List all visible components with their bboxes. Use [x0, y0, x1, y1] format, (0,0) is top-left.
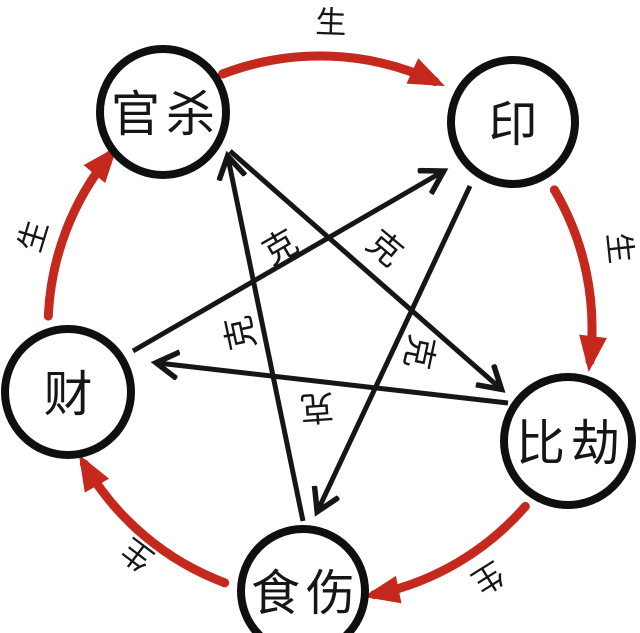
node-circle-cai [1, 325, 135, 459]
generating-arrow-bijie-to-shishang [363, 501, 530, 604]
overcoming-arrow-shishang-to-guansha [228, 158, 306, 522]
node-labels: 官杀 印 比劫 食伤 财 [43, 88, 626, 621]
overcoming-labels: 克 克 克 克 克 [219, 223, 441, 427]
ke-label-guansha-bijie: 克 [359, 223, 409, 274]
ke-label-cai-yin: 克 [256, 223, 304, 273]
overcoming-arrow-guansha-to-bijie [228, 149, 500, 388]
overcoming-arrow-yin-to-shishang [318, 184, 473, 510]
overcoming-cycle-arrows [131, 149, 509, 522]
nodes [1, 45, 636, 633]
sheng-label-bottom-right: 生 [465, 555, 510, 601]
generating-arrow-yin-to-bijie [549, 185, 607, 373]
generating-arrow-cai-to-guansha [43, 146, 118, 321]
node-circle-guansha [96, 45, 230, 179]
ke-label-yin-shishang: 克 [397, 331, 441, 372]
sheng-label-right: 生 [600, 231, 638, 265]
node-label-shishang: 食伤 [251, 567, 361, 621]
node-label-yin: 印 [488, 98, 537, 152]
ke-label-shishang-guansha: 克 [219, 312, 263, 353]
node-label-bijie: 比劫 [516, 417, 626, 471]
sheng-label-top: 生 [315, 4, 347, 40]
generating-arrow-guansha-to-yin [218, 51, 445, 87]
node-circle-bijie [500, 373, 636, 509]
sheng-label-left: 生 [12, 216, 55, 256]
node-circle-shishang [237, 525, 369, 633]
generating-cycle-arrows [43, 51, 607, 604]
node-circle-yin [447, 56, 579, 188]
generating-arrow-shishang-to-cai [78, 454, 230, 588]
node-label-guansha: 官杀 [111, 88, 221, 142]
node-label-cai: 财 [43, 368, 92, 422]
ke-label-bijie-cai: 克 [299, 387, 336, 427]
overcoming-arrow-bijie-to-cai [158, 363, 509, 406]
overcoming-arrow-cai-to-yin [131, 172, 442, 354]
